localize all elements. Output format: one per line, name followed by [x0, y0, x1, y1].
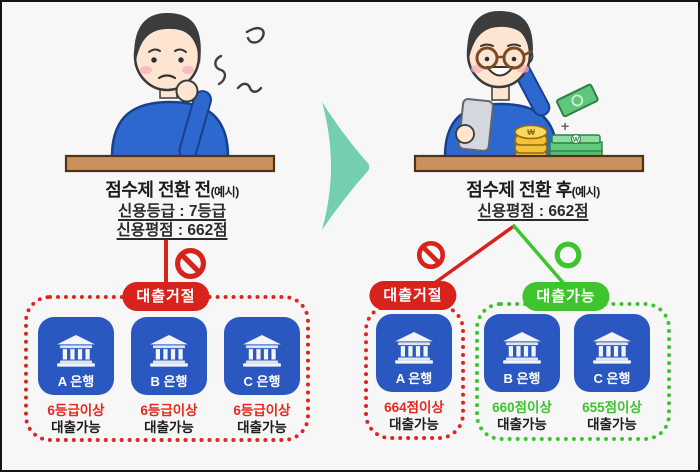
after-title-text: 점수제 전환 후 [466, 180, 572, 200]
bank-loan-condition: 6등급이상 [47, 403, 105, 418]
bank-loan-status: 대출가능 [587, 417, 637, 432]
bank-building-icon [147, 334, 191, 368]
bank-loan-condition: 6등급이상 [233, 403, 291, 418]
bank-tile: A 은행 [376, 314, 452, 392]
before-reject-badge: 대출거절 [122, 282, 210, 311]
before-credit-score: 신용평점 : 662점 [116, 222, 228, 239]
bank-loan-condition: 655점이상 [582, 400, 642, 415]
after-title: 점수제 전환 후(예시) [402, 176, 664, 202]
bank-loan-condition: 6등급이상 [140, 403, 198, 418]
bank-building-icon [590, 331, 634, 365]
bank-building-icon [54, 334, 98, 368]
bank-column-before-c: C 은행 6등급이상 대출가능 [217, 317, 307, 436]
bank-loan-status: 대출가능 [389, 417, 439, 432]
after-reject-badge: 대출거절 [369, 281, 457, 310]
reject-connector-line [164, 240, 168, 285]
stress-squiggles-icon [214, 27, 265, 93]
glasses-icon [475, 46, 533, 70]
won-symbol: ₩ [527, 128, 535, 137]
cash-won-symbol: W [573, 137, 580, 144]
bank-building-icon [500, 331, 544, 365]
bank-name: A 은행 [57, 374, 95, 389]
bank-building-icon [392, 331, 436, 365]
flying-banknote-icon [555, 83, 599, 118]
desk [64, 154, 276, 173]
bank-tile: A 은행 [38, 317, 114, 395]
bank-tile: B 은행 [484, 314, 560, 392]
bank-column-after-c: C 은행 655점이상 대출가능 [567, 314, 657, 433]
bank-building-icon [240, 334, 284, 368]
coin-stack-icon: ₩ [514, 124, 548, 162]
bank-tile: C 은행 [574, 314, 650, 392]
bank-loan-status: 대출가능 [51, 420, 101, 435]
bank-column-before-b: B 은행 6등급이상 대출가능 [124, 317, 214, 436]
bank-loan-condition: 660점이상 [492, 400, 552, 415]
bank-column-after-b: B 은행 660점이상 대출가능 [477, 314, 567, 433]
bank-name: A 은행 [395, 371, 433, 386]
before-credit-grade: 신용등급 : 7등급 [118, 203, 226, 220]
bank-tile: C 은행 [224, 317, 300, 395]
prohibited-icon [175, 248, 206, 279]
prohibited-icon [416, 240, 446, 270]
bank-name: C 은행 [593, 371, 631, 386]
bank-tile: B 은행 [131, 317, 207, 395]
plus-sign: + [561, 118, 569, 134]
branch-connector-lines [427, 224, 567, 289]
bank-name: C 은행 [243, 374, 281, 389]
bank-name: B 은행 [150, 374, 188, 389]
bank-loan-status: 대출가능 [237, 420, 287, 435]
before-title-note: (예시) [210, 185, 240, 199]
bank-loan-status: 대출가능 [497, 417, 547, 432]
after-approve-badge: 대출가능 [522, 282, 610, 311]
after-credit-score: 신용평점 : 662점 [477, 203, 589, 220]
bank-column-after-a: A 은행 664점이상 대출가능 [369, 314, 459, 433]
before-title: 점수제 전환 전(예시) [37, 176, 307, 202]
desk [413, 154, 645, 173]
before-title-text: 점수제 전환 전 [105, 180, 211, 200]
bank-name: B 은행 [503, 371, 541, 386]
happy-person-illustration: + ₩ [413, 11, 645, 173]
bank-loan-status: 대출가능 [144, 420, 194, 435]
bank-column-before-a: A 은행 6등급이상 대출가능 [31, 317, 121, 436]
worried-person-illustration [64, 13, 276, 173]
transition-arrow-icon [322, 102, 370, 230]
allowed-circle-icon [554, 241, 582, 269]
bank-loan-condition: 664점이상 [384, 400, 444, 415]
after-title-note: (예시) [571, 185, 601, 199]
